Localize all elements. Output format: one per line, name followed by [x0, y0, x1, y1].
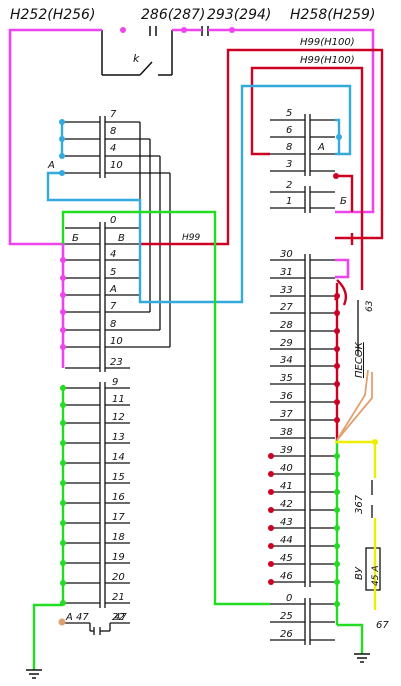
left-group-letter: А [47, 160, 55, 171]
header-label-h99b: Н99(Н100) [300, 55, 355, 66]
bottom-label-47a: 47 [76, 612, 89, 623]
left-label: 20 [112, 572, 125, 583]
left-label: 15 [112, 472, 125, 483]
header-label-h99a: Н99(Н100) [300, 37, 355, 48]
bottom-label-a: А [65, 612, 73, 623]
left-label: 9 [112, 377, 118, 388]
left-label: 11 [112, 394, 125, 405]
right-label-63: 63 [365, 300, 375, 312]
tan-wires [336, 369, 373, 441]
right-label: 38 [280, 427, 293, 438]
green-wires [32, 210, 364, 670]
right-label: 42 [280, 499, 293, 510]
right-label: 30 [280, 249, 293, 260]
right-label-367: 367 [354, 494, 365, 514]
left-label: В [118, 233, 125, 244]
right-label: 33 [280, 285, 293, 296]
right-letter-b: Б [340, 196, 347, 207]
header-label-right: Н258(Н259) [290, 7, 375, 23]
yellow-wires [335, 440, 377, 610]
left-label: 17 [112, 512, 125, 523]
switch-label: k [133, 52, 140, 65]
left-label: 18 [112, 532, 125, 543]
right-block-labels: 5 6 8 3 2 1 А Б 30 31 33 27 28 29 34 35 … [280, 108, 389, 640]
left-block-labels: 7 8 4 10 А 0 Б В 4 5 А 7 8 10 23 Н99 9 1… [47, 109, 200, 623]
right-label: 46 [280, 571, 293, 582]
right-label: 6 [286, 125, 292, 136]
right-label: 2 [286, 180, 292, 191]
right-label: 1 [286, 196, 292, 207]
right-label: 45 [280, 553, 293, 564]
left-label: 22 [112, 612, 125, 623]
left-label: 14 [112, 452, 125, 463]
right-label-67: 67 [376, 620, 389, 631]
right-label-vu: ВУ [354, 566, 365, 580]
left-label: 8 [110, 126, 116, 137]
header-label-mid1: 286(287) [141, 7, 205, 23]
wire-label-h99: Н99 [182, 233, 200, 243]
left-label: 4 [110, 143, 116, 154]
left-label: Б [72, 233, 79, 244]
right-label: 34 [280, 355, 293, 366]
header-label-mid2: 293(294) [207, 7, 271, 23]
left-label: 16 [112, 492, 125, 503]
right-label-45a: 45 А [371, 566, 381, 586]
right-label: 37 [280, 409, 293, 420]
left-label: 7 [110, 109, 117, 120]
bottom-label-47b: 47 [114, 612, 127, 623]
right-label: 39 [280, 445, 293, 456]
right-label: 29 [280, 338, 293, 349]
right-label: 41 [280, 481, 293, 492]
ground-symbol-right [354, 653, 370, 663]
left-label: 13 [112, 432, 125, 443]
right-label-0: 0 [286, 593, 292, 604]
right-label: 3 [286, 159, 292, 170]
left-label: 23 [110, 357, 123, 368]
right-label: 27 [280, 302, 293, 313]
right-label-26: 26 [280, 629, 293, 640]
left-label: 5 [110, 267, 116, 278]
red-wires [140, 48, 384, 440]
junction-dots [58, 27, 378, 626]
left-label: 7 [110, 301, 117, 312]
left-label: 21 [112, 592, 125, 603]
right-label: 35 [280, 373, 293, 384]
right-label-pesok: ПЕСОК [354, 341, 365, 378]
right-label: 5 [286, 108, 292, 119]
right-label: 40 [280, 463, 293, 474]
right-label-25: 25 [280, 611, 293, 622]
left-label: 0 [110, 215, 116, 226]
left-label: 8 [110, 319, 116, 330]
right-label: 44 [280, 535, 293, 546]
left-terminal-block [65, 116, 171, 635]
right-label: 43 [280, 517, 293, 528]
right-label: 28 [280, 320, 293, 331]
header-label-left: Н252(Н256) [10, 7, 95, 23]
ground-symbol-left [26, 669, 42, 679]
top-switch-circuit: k [101, 26, 209, 76]
left-label: А [109, 284, 117, 295]
right-label: 36 [280, 391, 293, 402]
left-label: 4 [110, 249, 116, 260]
magenta-wires [8, 28, 375, 368]
right-terminal-block [270, 114, 381, 645]
left-label: 10 [110, 336, 123, 347]
right-label: 31 [280, 267, 293, 278]
left-label: 12 [112, 412, 125, 423]
left-label: 19 [112, 552, 125, 563]
right-label: 8 [286, 142, 292, 153]
right-letter-a: А [317, 142, 325, 153]
left-label: 10 [110, 160, 123, 171]
